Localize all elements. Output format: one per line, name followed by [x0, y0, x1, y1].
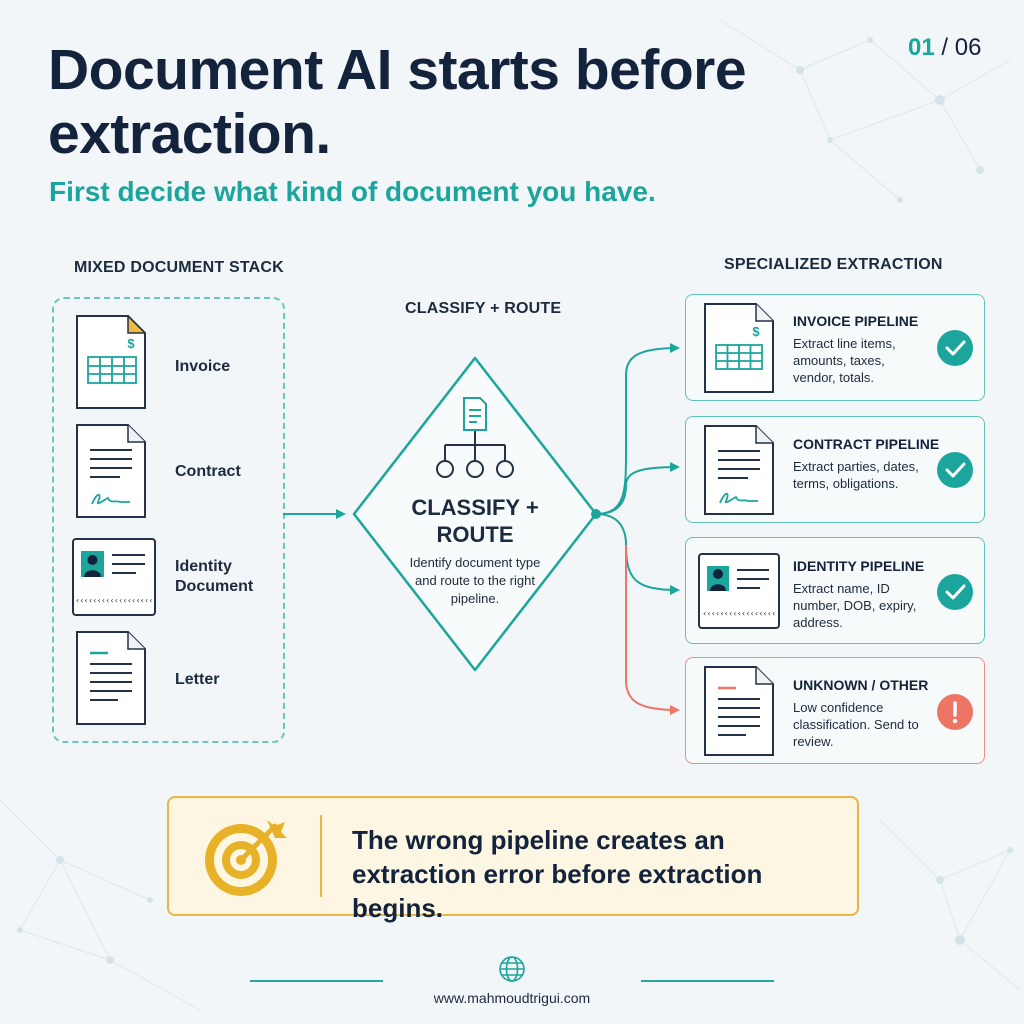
router-description: Identify document type and route to the …	[409, 555, 541, 606]
document-stack	[52, 297, 285, 743]
stack-item-letter: Letter	[175, 671, 220, 688]
pipeline-title: UNKNOWN / OTHER	[793, 677, 929, 693]
target-icon	[205, 820, 287, 896]
hierarchy-icon	[463, 397, 487, 431]
check-icon	[937, 330, 973, 366]
svg-text:$: $	[752, 324, 760, 339]
page-subtitle: First decide what kind of document you h…	[49, 176, 656, 207]
pipeline-description: Low confidence classification. Send to r…	[793, 700, 919, 749]
stack-item-invoice: Invoice	[175, 358, 231, 375]
pipeline-card-contract: CONTRACT PIPELINE Extract parties, dates…	[685, 416, 985, 523]
check-icon	[937, 452, 973, 488]
page-indicator: 01 / 06	[908, 34, 981, 62]
footer-line-left	[250, 980, 383, 982]
invoice-icon: $	[704, 303, 774, 393]
svg-text:‹‹‹‹‹‹‹‹‹‹‹‹‹‹‹‹‹‹: ‹‹‹‹‹‹‹‹‹‹‹‹‹‹‹‹‹‹	[75, 596, 153, 605]
extraction-label: SPECIALIZED EXTRACTION	[724, 256, 943, 273]
id-card-icon: ‹‹‹‹‹‹‹‹‹‹‹‹‹‹‹‹‹‹	[72, 538, 156, 616]
letter-icon	[704, 666, 774, 756]
exclamation-icon	[937, 694, 973, 730]
callout-divider	[320, 815, 322, 897]
callout-box: The wrong pipeline creates an extraction…	[167, 796, 859, 923]
page-separator: /	[941, 34, 949, 61]
pipeline-description: Extract parties, dates, terms, obligatio…	[793, 459, 919, 491]
contract-icon	[76, 424, 146, 518]
page-current: 01	[908, 34, 935, 61]
svg-text:$: $	[127, 336, 135, 351]
letter-icon	[76, 631, 146, 725]
id-card-icon: ‹‹‹‹‹‹‹‹‹‹‹‹‹‹‹‹‹	[698, 553, 780, 629]
router-title: CLASSIFY + ROUTE	[411, 495, 539, 547]
footer-url[interactable]: www.mahmoudtrigui.com	[433, 990, 591, 1006]
invoice-icon: $	[76, 315, 146, 409]
svg-text:‹‹‹‹‹‹‹‹‹‹‹‹‹‹‹‹‹: ‹‹‹‹‹‹‹‹‹‹‹‹‹‹‹‹‹	[702, 609, 775, 618]
check-icon	[937, 574, 973, 610]
pipeline-title: CONTRACT PIPELINE	[793, 436, 940, 452]
stack-item-contract: Contract	[175, 463, 241, 480]
footer-line-right	[641, 980, 774, 982]
router-label: CLASSIFY + ROUTE	[405, 300, 562, 317]
pipeline-card-unknown: UNKNOWN / OTHER Low confidence classific…	[685, 657, 985, 764]
callout-text: The wrong pipeline creates an extraction…	[352, 825, 763, 923]
pipeline-card-invoice: $ INVOICE PIPELINE Extract line items, a…	[685, 294, 985, 401]
stack-label: MIXED DOCUMENT STACK	[74, 259, 284, 276]
pipeline-description: Extract line items, amounts, taxes, vend…	[793, 336, 896, 385]
page-title: Document AI starts before extraction.	[48, 38, 747, 166]
stack-item-identity: Identity Document	[175, 558, 254, 595]
globe-icon	[499, 956, 525, 982]
pipeline-description: Extract name, ID number, DOB, expiry, ad…	[793, 581, 917, 630]
contract-icon	[704, 425, 774, 515]
pipeline-title: INVOICE PIPELINE	[793, 313, 919, 329]
pipeline-card-identity: ‹‹‹‹‹‹‹‹‹‹‹‹‹‹‹‹‹ IDENTITY PIPELINE Extr…	[685, 537, 985, 644]
page-total: 06	[954, 34, 982, 61]
pipeline-title: IDENTITY PIPELINE	[793, 558, 925, 574]
router-diamond	[352, 356, 598, 672]
